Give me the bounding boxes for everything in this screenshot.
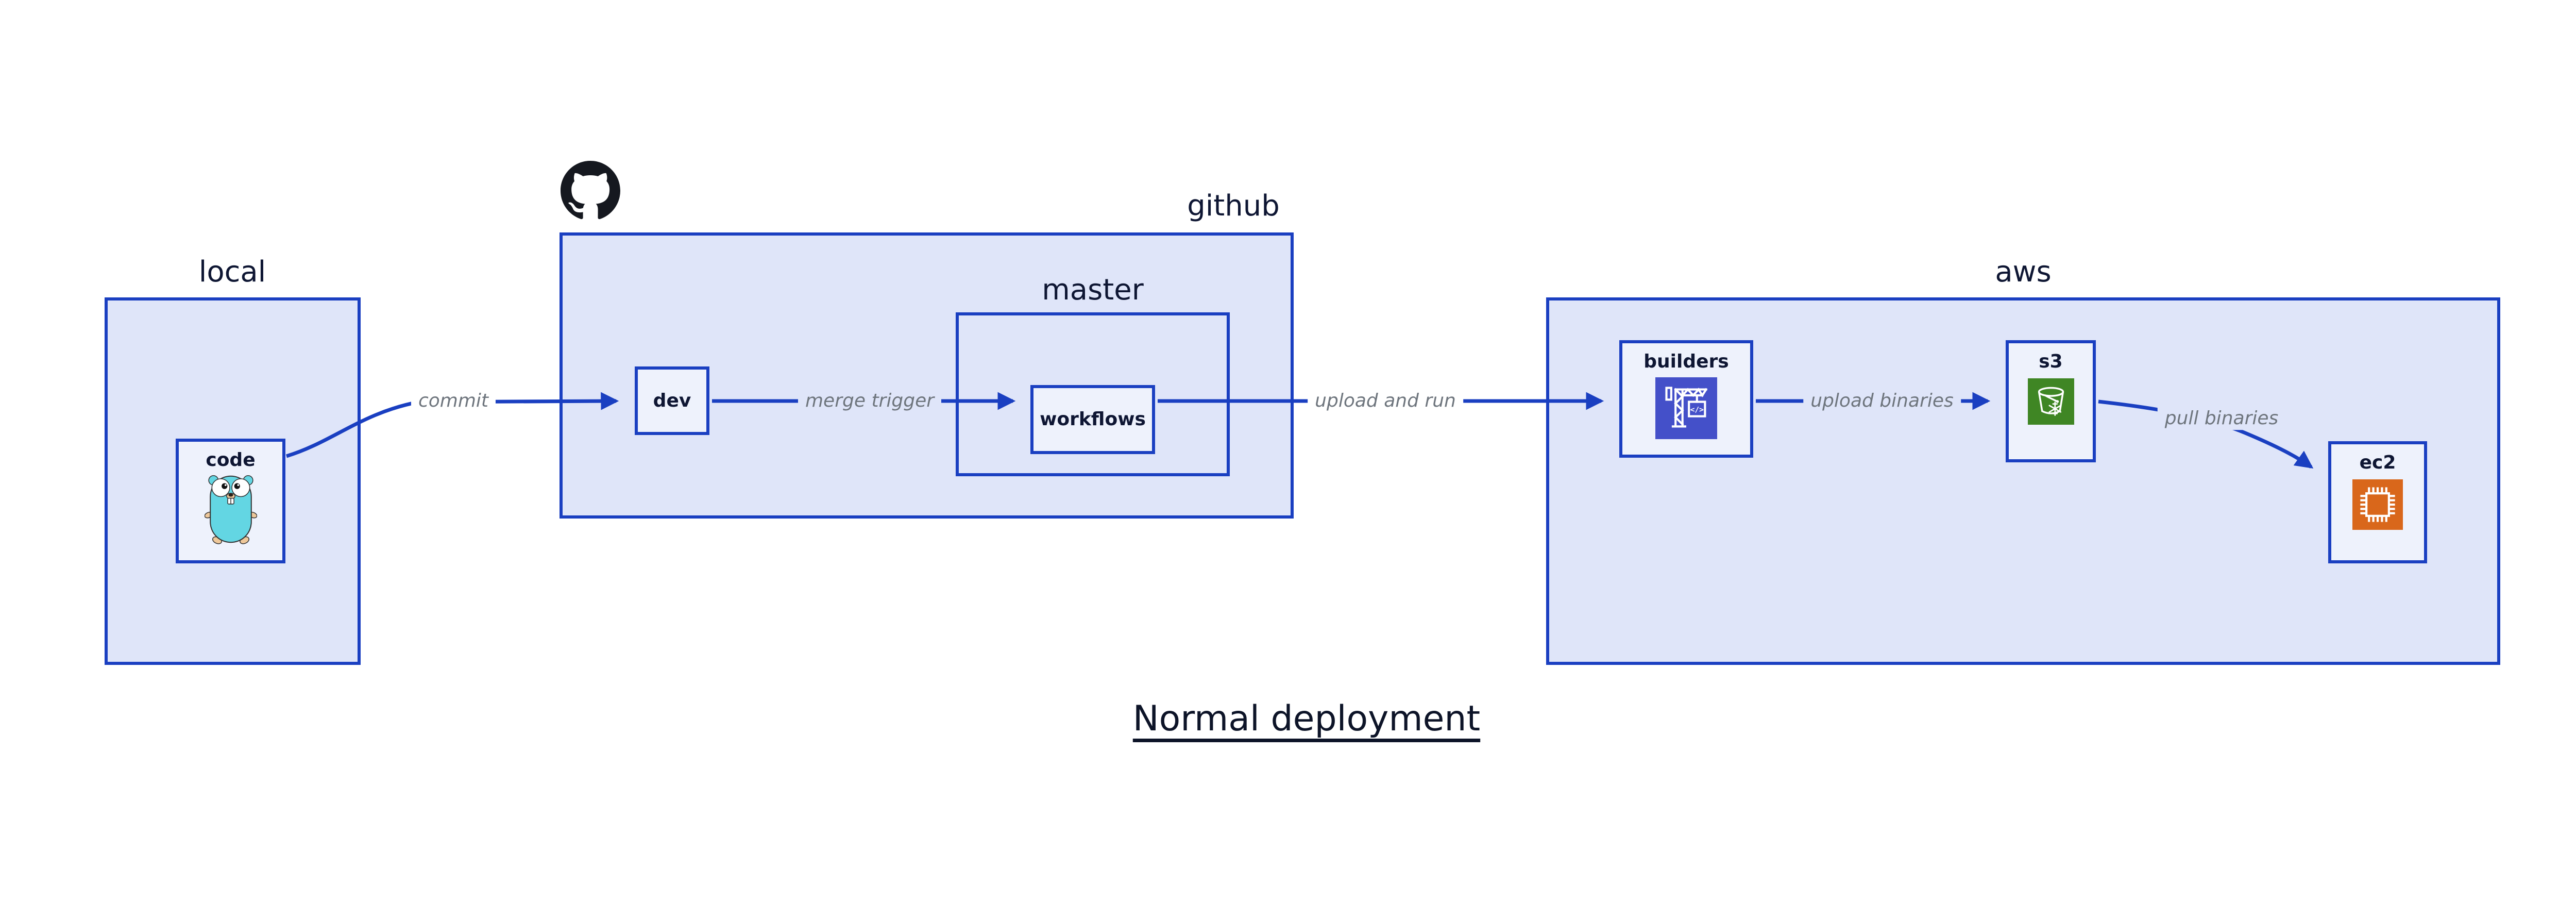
aws-container-label: aws xyxy=(1995,255,2052,289)
edge-label-merge-trigger: merge trigger xyxy=(798,390,942,412)
github-octocat-logo-icon xyxy=(561,161,620,221)
master-container-label: master xyxy=(1042,273,1144,307)
dev-node: dev xyxy=(635,366,709,435)
dev-node-label: dev xyxy=(653,390,691,411)
svg-text:</>: </> xyxy=(1690,405,1704,414)
builders-node: builders xyxy=(1619,340,1753,458)
edge-label-commit: commit xyxy=(411,390,496,412)
code-node-label: code xyxy=(206,449,256,471)
workflows-node-label: workflows xyxy=(1040,409,1146,430)
go-gopher-icon xyxy=(204,474,257,547)
edge-label-upload-and-run: upload and run xyxy=(1308,390,1463,412)
codebuild-crane-icon: </> xyxy=(1655,377,1717,439)
code-node: code xyxy=(176,439,285,563)
github-container-label: github xyxy=(1187,189,1280,223)
ec2-node: ec2 xyxy=(2328,441,2427,563)
edge-label-pull-binaries: pull binaries xyxy=(2157,407,2286,430)
s3-node-label: s3 xyxy=(2039,351,2063,372)
s3-node: s3 xyxy=(2006,340,2096,462)
local-container-label: local xyxy=(198,255,266,289)
diagram-title: Normal deployment xyxy=(1132,698,1481,739)
builders-node-label: builders xyxy=(1643,351,1729,372)
s3-glacier-bucket-icon xyxy=(2027,378,2074,425)
ec2-node-label: ec2 xyxy=(2359,452,2396,473)
edge-label-upload-binaries: upload binaries xyxy=(1803,390,1961,412)
workflows-node: workflows xyxy=(1030,385,1155,454)
ec2-chip-icon xyxy=(2352,479,2403,530)
